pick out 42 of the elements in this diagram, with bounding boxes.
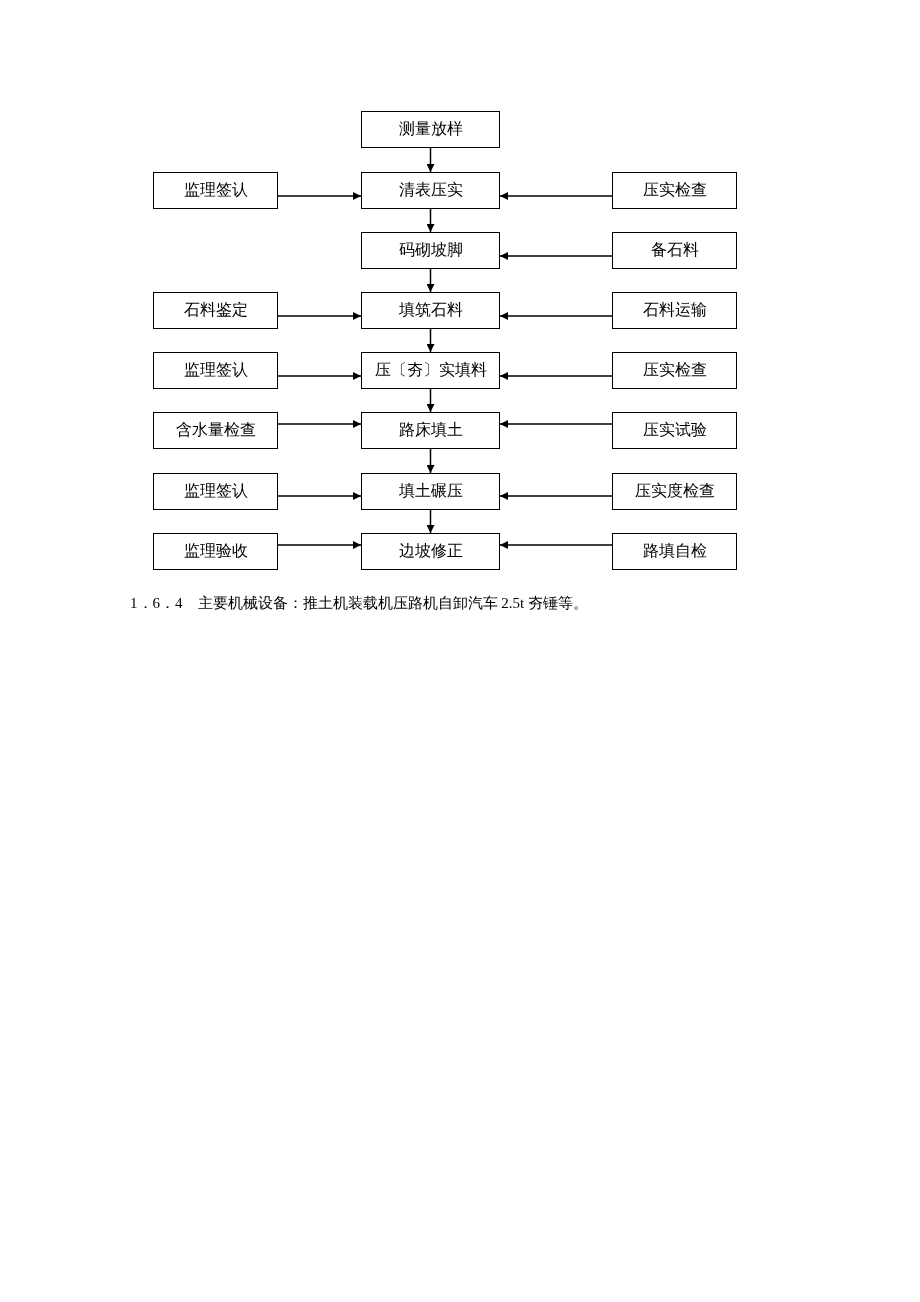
arrow [277,420,362,428]
note-text: 1．6．4 主要机械设备：推土机装载机压路机自卸汽车 2.5t 夯锤等。 [130,594,588,613]
arrow [426,448,435,474]
arrow [499,252,613,260]
process-box: 路填自检 [612,533,737,570]
process-box: 压实检查 [612,172,737,209]
arrow [426,509,435,534]
arrow [426,268,435,293]
process-box: 压实度检查 [612,473,737,510]
arrow [499,192,613,200]
arrow [426,147,435,173]
process-box: 压〔夯〕实填料 [361,352,500,389]
process-box: 清表压实 [361,172,500,209]
process-box: 边坡修正 [361,533,500,570]
arrow [499,312,613,320]
arrow [499,541,613,549]
process-box: 监理验收 [153,533,278,570]
process-box: 路床填土 [361,412,500,449]
process-box: 石料鉴定 [153,292,278,329]
process-box: 压实试验 [612,412,737,449]
process-box: 测量放样 [361,111,500,148]
arrow [277,192,362,200]
arrow [277,541,362,549]
arrow [277,312,362,320]
process-box: 监理签认 [153,473,278,510]
arrow [277,492,362,500]
process-box: 监理签认 [153,352,278,389]
arrow [499,420,613,428]
process-box: 监理签认 [153,172,278,209]
arrow [426,208,435,233]
arrow [426,388,435,413]
arrow [499,492,613,500]
process-box: 填土碾压 [361,473,500,510]
arrow [426,328,435,353]
process-box: 含水量检查 [153,412,278,449]
process-box: 石料运输 [612,292,737,329]
process-box: 备石料 [612,232,737,269]
process-box: 填筑石料 [361,292,500,329]
process-box: 压实检查 [612,352,737,389]
arrow [499,372,613,380]
arrow [277,372,362,380]
process-box: 码砌坡脚 [361,232,500,269]
